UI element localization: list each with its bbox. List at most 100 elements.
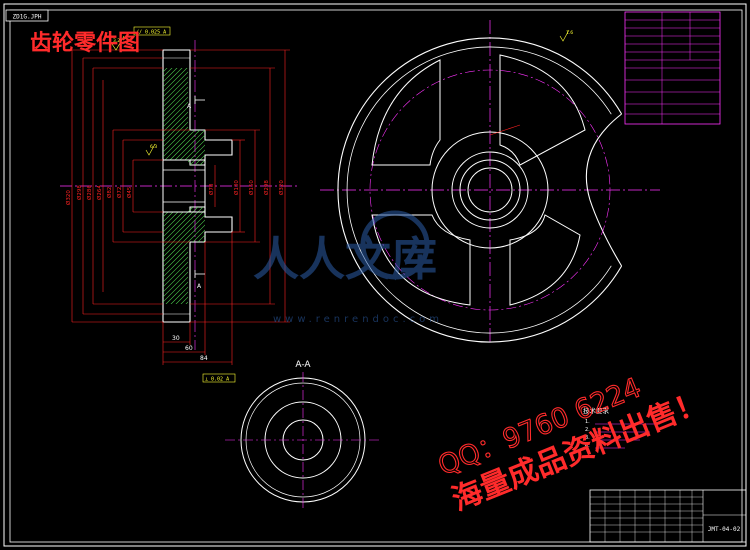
dim-bottom-1: 30 <box>172 335 180 342</box>
hatch-line <box>163 207 205 304</box>
hatch-line <box>163 207 205 304</box>
dim-right-3: Ø150 <box>248 180 255 195</box>
hatch-line <box>0 200 70 310</box>
hatch-line <box>245 60 355 170</box>
section-cut-markers <box>194 96 205 278</box>
hatch-line <box>50 200 160 310</box>
hub-inner <box>459 159 521 221</box>
hatch-line <box>0 200 75 310</box>
hatch-line <box>163 207 171 304</box>
hatch-line <box>25 60 135 170</box>
hatch-line <box>163 207 205 304</box>
hatch-line <box>345 60 455 170</box>
hatch-line <box>25 200 135 310</box>
section-mark-bottom: A <box>197 283 202 290</box>
title-block: JMT-04-02 <box>589 489 747 543</box>
hatch-line <box>265 60 375 170</box>
inner-border <box>9 9 743 543</box>
tech-underlines <box>595 423 660 449</box>
dim-left-7: Ø45 <box>126 186 133 198</box>
hatch-line <box>163 68 196 165</box>
hatch-line <box>45 60 155 170</box>
hatch-line <box>169 68 205 165</box>
dim-left-5: Ø82 <box>106 187 113 198</box>
hatch-line <box>320 60 430 170</box>
hatch-line <box>163 68 205 165</box>
dim-left-2: Ø298 <box>76 185 83 200</box>
tech-item-1: 1. <box>585 419 590 425</box>
hatch-line <box>45 200 155 310</box>
roughness-symbol-front <box>559 29 570 42</box>
hatch-line <box>163 207 205 304</box>
dim-right-2: Ø130 <box>233 180 240 195</box>
tech-item-4: 4. <box>585 443 590 449</box>
hatch-line <box>0 60 95 170</box>
hatch-line <box>163 68 191 165</box>
hatch-line <box>163 207 196 304</box>
hatch-line <box>163 207 201 304</box>
hatch-line <box>30 60 140 170</box>
hatch-line <box>325 60 435 170</box>
roughness-value-3: 1.6 <box>566 30 573 36</box>
tolerance-frame-bottom <box>202 373 236 383</box>
hatch-line <box>163 68 176 165</box>
hatch-line <box>15 200 125 310</box>
hatch-line <box>189 68 205 165</box>
roughness-value-1: 3.2 <box>113 38 120 44</box>
hatch-line <box>315 60 425 170</box>
hatch-line <box>163 68 205 165</box>
hatch-line <box>163 68 205 165</box>
tolerance-text-top: // 0.025 A <box>136 30 166 36</box>
tolerance-frame-top <box>133 26 171 36</box>
gear-outer-circle <box>337 37 623 343</box>
dim-left-1: Ø320 <box>65 190 72 205</box>
hatch-line <box>163 68 205 165</box>
bore-circle <box>467 167 513 213</box>
hatch-line <box>163 207 205 304</box>
hatch-line <box>163 207 205 304</box>
hatch-line <box>163 207 205 304</box>
watermark-url: www.renrendoc.com <box>273 314 443 325</box>
section-mark-top: A <box>187 103 192 110</box>
hatch-line <box>0 200 95 310</box>
tolerance-text-bottom: ⊥ 0.02 A <box>205 377 229 383</box>
hatch-upper <box>0 60 455 170</box>
hub-ring <box>451 151 529 229</box>
hatch-line <box>20 60 130 170</box>
hatch-line <box>270 60 380 170</box>
tech-item-3: 3. <box>585 435 590 441</box>
drawing-id-box <box>5 9 49 22</box>
hatch-line <box>0 60 70 170</box>
gear-root-circle <box>346 46 612 334</box>
hatch-line <box>163 68 186 165</box>
hatch-line <box>0 200 110 310</box>
title-block-border <box>589 489 747 543</box>
hatch-line <box>163 68 205 165</box>
hatch-line <box>0 200 60 310</box>
watermark-brand: 人人文库 www.renrendoc.com <box>253 210 443 325</box>
hatch-line <box>163 207 205 304</box>
hatch-line <box>240 60 350 170</box>
hatch-line <box>50 60 160 170</box>
hatch-line <box>260 60 370 170</box>
watermark-brand-text: 人人文库 <box>253 232 437 286</box>
right-dimension-lines <box>190 49 290 323</box>
hatch-line <box>40 60 150 170</box>
hatch-line <box>305 60 415 170</box>
hatch-line <box>220 60 330 170</box>
roughness-value-2: 6.3 <box>150 144 157 150</box>
hatch-line <box>163 207 191 304</box>
hatch-line <box>10 200 120 310</box>
hatch-line <box>235 60 345 170</box>
hatch-line <box>210 60 320 170</box>
hatch-line <box>285 60 395 170</box>
hub-outer <box>431 131 549 249</box>
hatch-line <box>163 68 205 165</box>
dim-bottom-3: 84 <box>200 355 208 362</box>
tech-item-2: 2. <box>585 427 590 433</box>
drawing-id-tag: ZD1G.JPH <box>13 14 42 21</box>
hatch-line <box>163 68 171 165</box>
hatch-line <box>163 68 205 165</box>
hatch-line <box>0 60 75 170</box>
dim-bottom-2: 60 <box>185 345 193 352</box>
